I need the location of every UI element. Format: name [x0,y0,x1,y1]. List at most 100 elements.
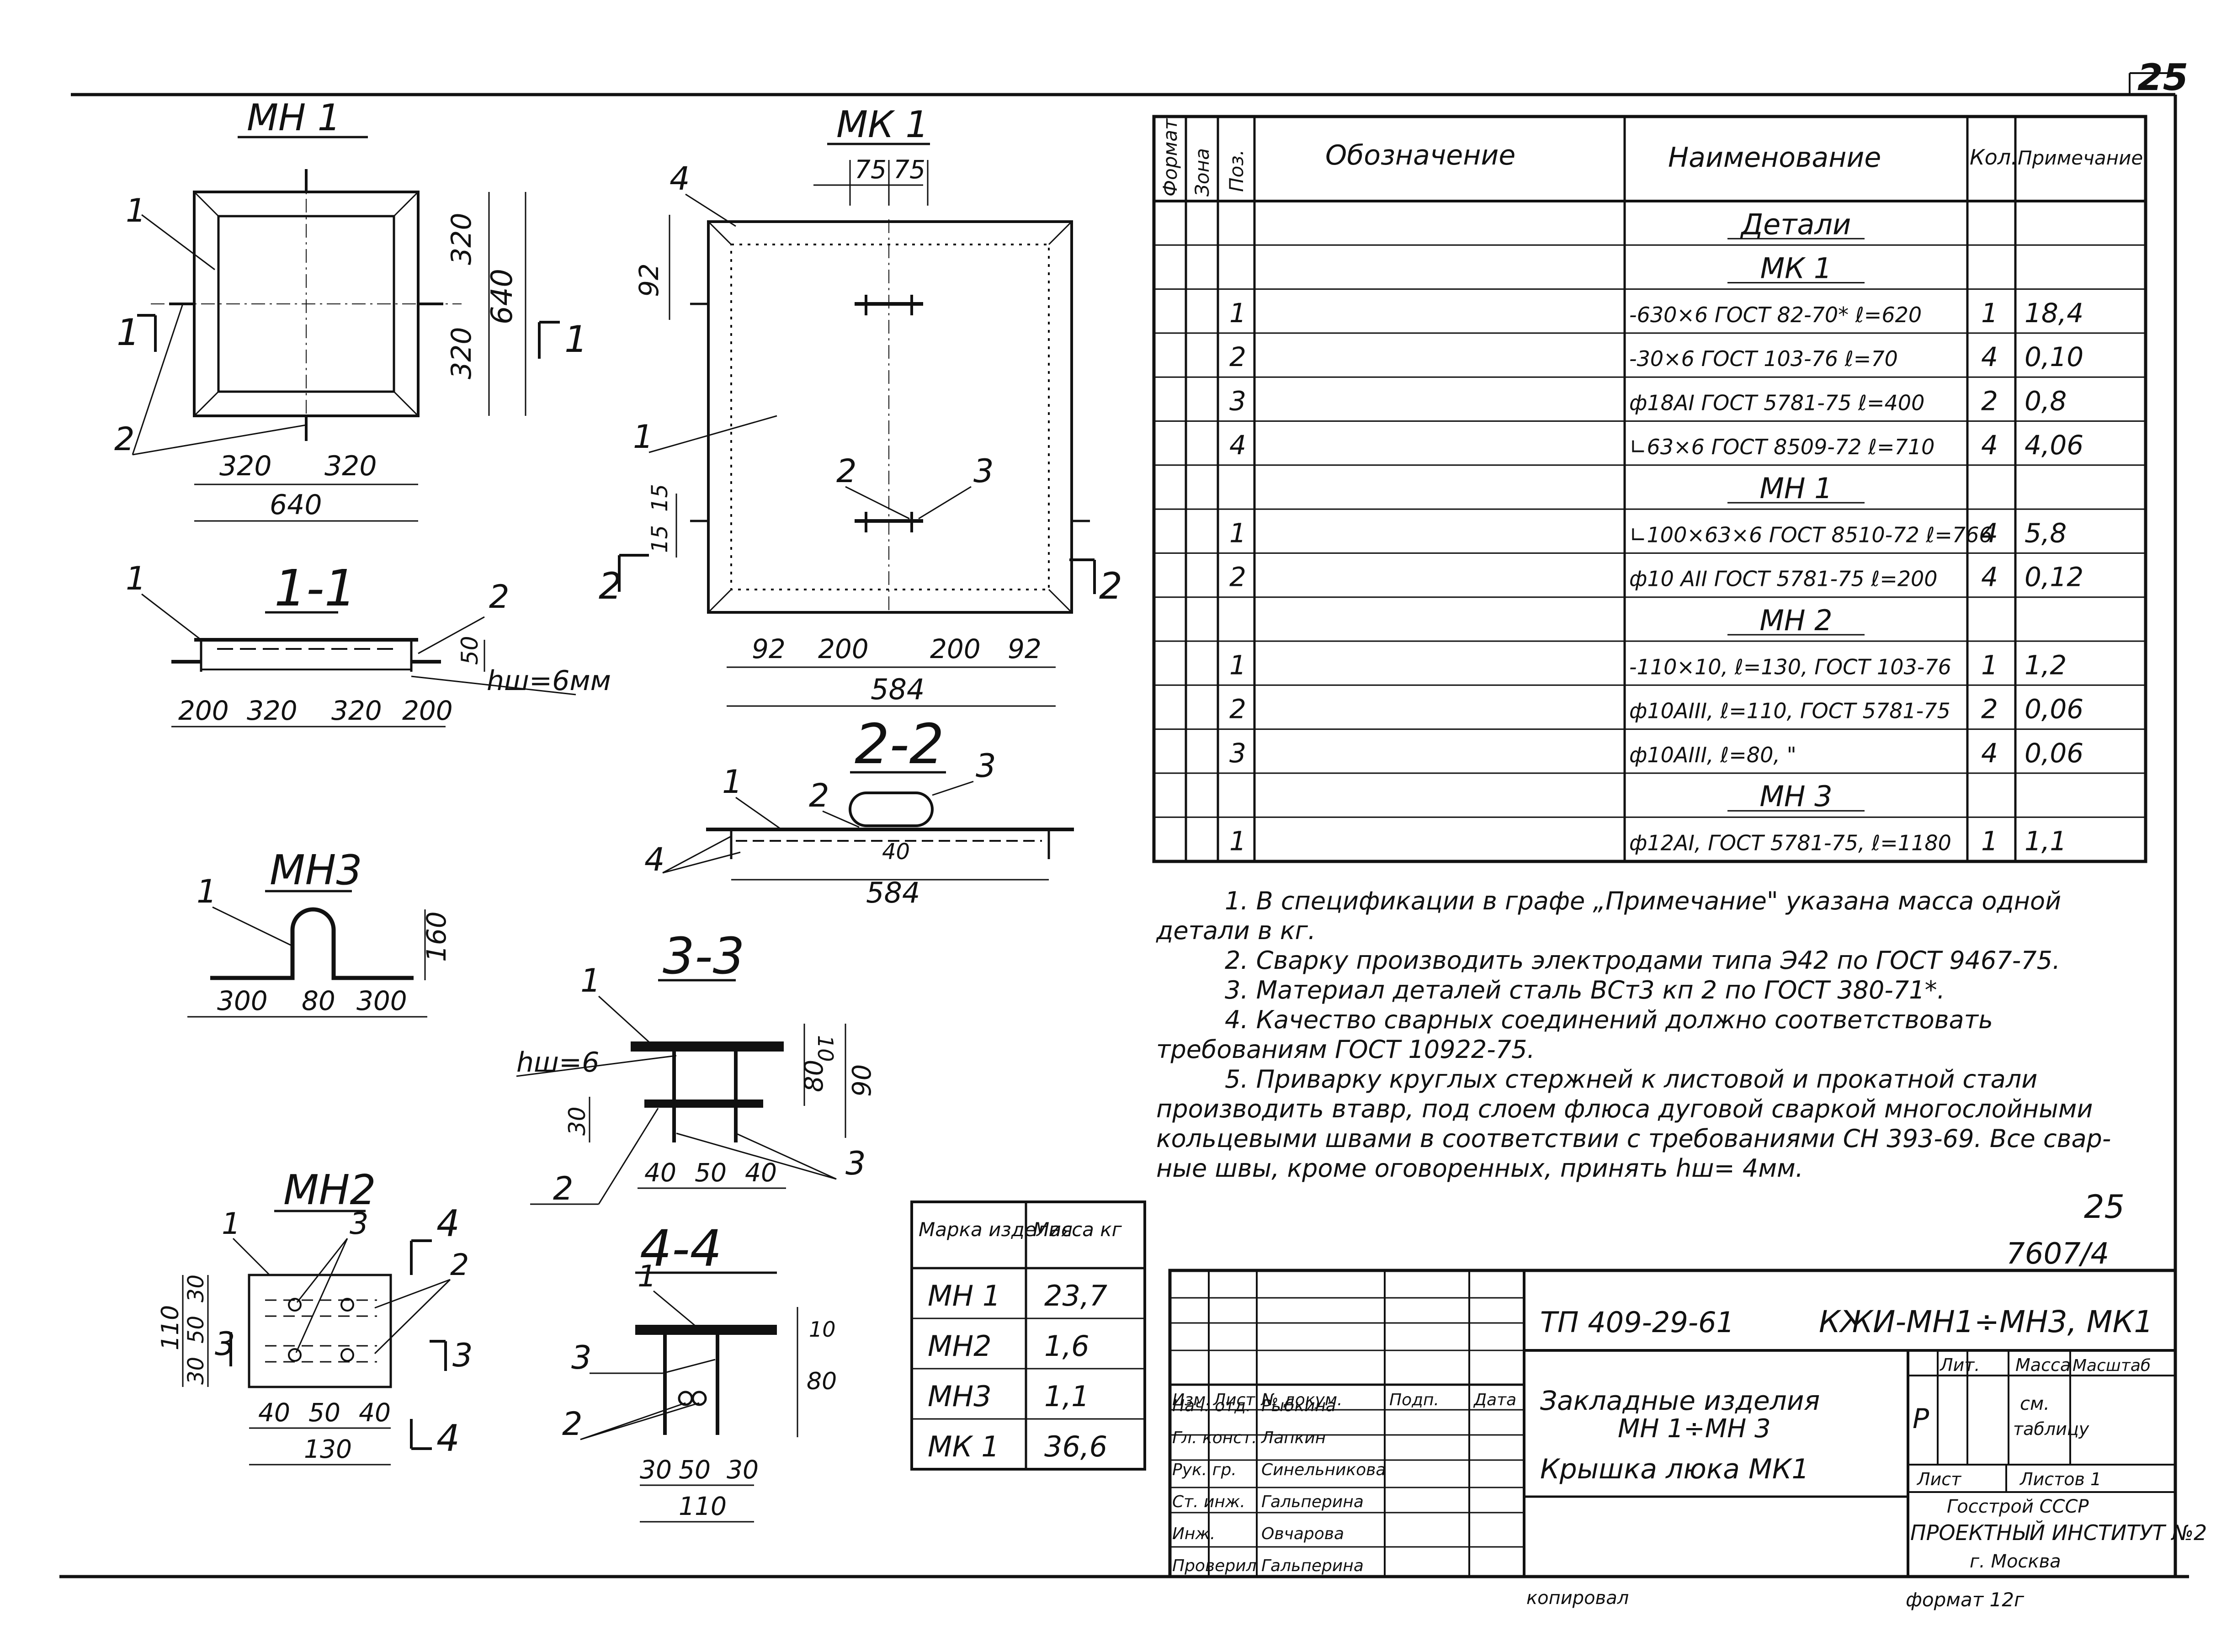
s44-dim-110: 110 [679,1492,727,1521]
mass-row-value: 23,7 [1044,1279,1107,1312]
s22-title: 2-2 [855,713,944,776]
spec-row-pos: 3 [1229,738,1246,769]
spec-row-name: МН 3 [1759,780,1832,813]
spec-row-pos: 1 [1229,517,1246,548]
spec-row-qty: 1 [1981,297,1998,329]
spec-row-note: 1,1 [2025,826,2067,857]
s33-hw: hш=6 [516,1046,599,1078]
sheet-number: 25 [2137,56,2188,99]
spec-row-qty: 4 [1981,738,1998,769]
mn2-dim-l2: 50 [183,1316,209,1344]
s22-dim-40: 40 [882,839,910,865]
spec-row-name: МН 1 [1759,472,1832,505]
s44-dim-b: 50 [679,1455,711,1484]
spec-row-qty: 4 [1981,562,1998,593]
spec-header-note: Примечание [2018,147,2143,169]
tb-person: Синельникова [1261,1461,1386,1479]
page-ref: 25 [2084,1188,2125,1226]
tb-col-izm: Изм. [1172,1391,1211,1409]
tb-lit-label: Лит. [1939,1355,1980,1375]
spec-row-qty: 4 [1981,517,1998,548]
spec-row-name: -630×6 ГОСТ 82-70* ℓ=620 [1629,303,1922,327]
mass-header-mark: Марка изделия [919,1218,1073,1241]
spec-row-name: -30×6 ГОСТ 103-76 ℓ=70 [1629,346,1898,371]
tb-mass-value-1: см. [2020,1393,2050,1414]
s22-dim-584: 584 [866,876,920,909]
spec-row-pos: 2 [1229,694,1246,725]
tb-person: Лапкин [1260,1429,1326,1447]
spec-row-qty: 1 [1981,649,1998,680]
tb-person: Гальперина [1261,1493,1364,1511]
s44-dim-80: 80 [807,1368,837,1395]
spec-row-pos: 1 [1229,826,1246,857]
note-line: 1. В спецификации в графе „Примечание" у… [1225,887,2061,915]
spec-table: Формат Зона Поз. Обозначение Наименовани… [1152,115,2147,863]
spec-header-pos: Поз. [1225,149,1248,192]
mn2-dim-130: 130 [304,1434,352,1464]
mn2-title: МН2 [283,1166,376,1214]
s22-pos2: 2 [809,777,829,814]
s44-pos1: 1 [638,1259,656,1294]
view-s11: 1-1 1 2 50 hш=6мм 200 320 320 200 [126,559,611,728]
mn3-title: МН3 [270,846,362,894]
mk1-dim-92: 92 [633,263,664,297]
spec-row-note: 0,8 [2025,386,2067,417]
mk1-dim-b2: 200 [818,633,869,664]
note-line: детали в кг. [1156,916,1316,945]
mn1-dim-v2: 320 [446,327,478,379]
tb-col-date: Дата [1473,1391,1516,1409]
mn2-dim-l1: 30 [183,1275,209,1302]
note-line: требованиям ГОСТ 10922-75. [1156,1035,1535,1064]
spec-header-zone: Зона [1191,148,1213,197]
mk1-pos3: 3 [973,452,994,490]
mk1-pos1: 1 [633,418,654,456]
s22-pos1: 1 [722,763,743,801]
s33-dim-b: 50 [695,1158,727,1187]
mn2-dim-b1: 40 [258,1398,290,1427]
s33-dim-10: 10 [813,1035,838,1062]
note-line: кольцевыми швами в соответствии с требов… [1156,1124,2111,1153]
mass-row-mark: МК 1 [928,1430,999,1463]
view-mk1: МК 1 4 1 2 3 75 75 92 15 [599,103,1122,707]
mk1-pos2: 2 [836,452,857,490]
mn3-dim-3: 300 [356,985,407,1016]
mass-row-value: 36,6 [1044,1430,1107,1463]
mass-row-value: 1,6 [1044,1329,1089,1363]
note-line: ные швы, кроме оговоренных, принять hш= … [1156,1154,1803,1183]
s33-pos2: 2 [553,1170,574,1207]
format-note: формат 12г [1906,1588,2025,1611]
mn2-pos3: 3 [350,1207,368,1241]
s11-dim-50: 50 [457,636,483,665]
mk1-dim-15b: 15 [647,525,673,553]
spec-row-qty: 1 [1981,826,1998,857]
tb-scale-label: Масштаб [2073,1356,2151,1375]
tb-mass-value-2: таблицу [2013,1419,2089,1439]
mn1-cut-left: 1 [117,311,140,354]
tb-role: Нач. отд. [1172,1397,1251,1415]
spec-row-pos: 4 [1229,430,1246,461]
mk1-dim-b1: 92 [752,633,786,664]
mass-row-mark: МН2 [928,1329,992,1363]
spec-header-qty: Кол. [1970,145,2018,170]
mn2-dim-b3: 40 [359,1398,391,1427]
tb-org-2: ПРОЕКТНЫЙ ИНСТИТУТ №2 [1910,1520,2207,1545]
mn3-dim-1: 300 [217,985,268,1016]
mass-header-mass: Масса кг [1033,1218,1122,1241]
spec-row-note: 4,06 [2025,430,2083,461]
mk1-dim-total: 584 [871,673,925,706]
spec-row-qty: 4 [1981,430,1998,461]
s33-dim-c: 40 [745,1158,777,1187]
mn1-dim-h3: 640 [270,489,322,521]
s33-pos3: 3 [845,1145,866,1182]
mn1-dim-h2: 320 [324,450,377,482]
tb-col-doc: № докум. [1260,1391,1342,1409]
mn1-dim-v1: 320 [446,212,478,265]
mn2-pos2: 2 [450,1248,469,1282]
spec-row-note: 0,12 [2025,562,2083,593]
s44-dim-10: 10 [809,1317,836,1342]
s11-pos1: 1 [126,560,146,597]
note-line: 4. Качество сварных соединений должно со… [1225,1005,1993,1034]
